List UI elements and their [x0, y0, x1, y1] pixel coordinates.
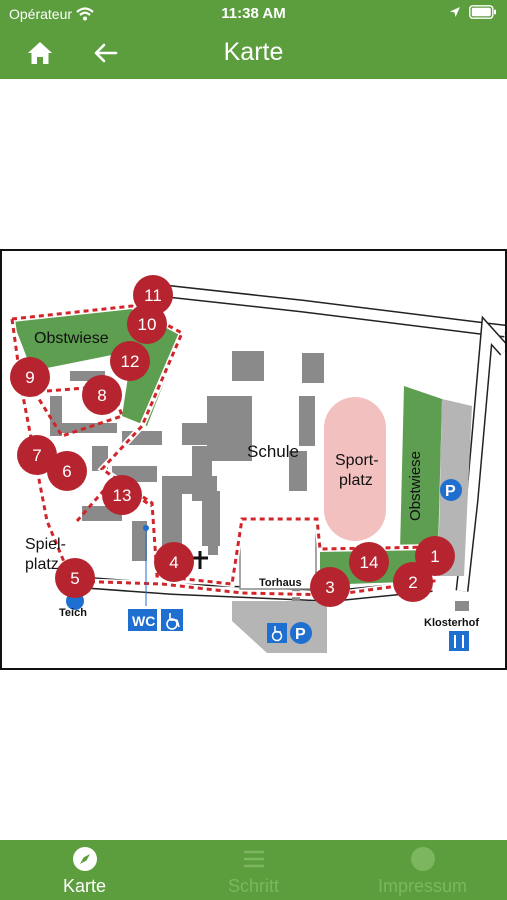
marker-7[interactable]: 7: [17, 435, 57, 475]
wheelchair-icon: [166, 613, 180, 630]
marker-3[interactable]: 3: [310, 567, 350, 607]
parking-sign-bottom: P: [290, 622, 312, 644]
battery-icon: [469, 5, 496, 19]
marker-8[interactable]: 8: [82, 375, 122, 415]
wheelchair-sign-bottom: [267, 623, 287, 643]
label-obstwiese-left: Obstwiese: [34, 330, 109, 347]
svg-text:6: 6: [62, 462, 71, 481]
status-right: [449, 5, 497, 19]
tab-karte-label: Karte: [62, 876, 107, 896]
tab-schritt[interactable]: Schritt: [169, 840, 338, 900]
info-icon: [410, 847, 435, 871]
svg-text:11: 11: [144, 286, 162, 305]
label-spiel-2: platz: [25, 556, 59, 573]
label-sport-2: platz: [339, 472, 373, 489]
nav-bar: Karte: [0, 28, 507, 79]
svg-text:8: 8: [97, 386, 106, 405]
svg-text:9: 9: [25, 368, 34, 387]
tab-karte[interactable]: Karte: [0, 840, 169, 900]
location-arrow-icon: [450, 7, 460, 17]
label-schule: Schule: [247, 442, 299, 461]
marker-14[interactable]: 14: [349, 542, 389, 582]
page-title: Karte: [223, 38, 284, 66]
marker-5[interactable]: 5: [55, 558, 95, 598]
tab-impressum-label: Impressum: [377, 876, 467, 896]
status-bar: Opérateur 11:38 AM: [0, 0, 507, 28]
tab-schritt-label: Schritt: [227, 876, 279, 896]
wifi-icon: [76, 7, 94, 21]
restaurant-icon: [449, 631, 469, 651]
buildings: [50, 351, 469, 611]
back-arrow-icon[interactable]: [92, 40, 120, 66]
marker-6[interactable]: 6: [47, 451, 87, 491]
svg-text:1: 1: [430, 547, 439, 566]
marker-9[interactable]: 9: [10, 357, 50, 397]
meadow-right: [400, 386, 442, 551]
svg-text:3: 3: [325, 578, 334, 597]
tab-bar: Karte Schritt Impressum: [0, 840, 507, 900]
svg-text:10: 10: [138, 315, 157, 334]
torhaus-yard: [239, 518, 317, 590]
svg-text:5: 5: [70, 569, 79, 588]
marker-4[interactable]: 4: [154, 542, 194, 582]
list-icon: [243, 850, 264, 868]
carrier-label: Opérateur: [9, 6, 73, 22]
site-map[interactable]: Obstwiese Schule Sport- platz Obstwiese …: [0, 249, 507, 670]
label-teich: Teich: [59, 607, 87, 619]
label-klosterhof: Klosterhof: [424, 617, 479, 629]
svg-text:4: 4: [169, 553, 178, 572]
parking-label-right: P: [445, 483, 456, 500]
svg-text:12: 12: [121, 352, 140, 371]
carrier: Opérateur: [9, 6, 94, 22]
label-obstwiese-right: Obstwiese: [407, 451, 424, 521]
tab-impressum[interactable]: Impressum: [338, 840, 507, 900]
markers[interactable]: 11 10 12 9 8 7 6 13 4 5 14 1 2 3: [10, 275, 455, 607]
compass-icon: [72, 847, 97, 871]
parking-sign-right: P: [440, 479, 462, 501]
wc-label: WC: [132, 613, 155, 629]
wheelchair-icon-bottom: [271, 626, 283, 642]
label-spiel-1: Spiel-: [25, 536, 66, 553]
svg-text:14: 14: [360, 553, 379, 572]
parking-label-bottom: P: [295, 626, 306, 643]
marker-2[interactable]: 2: [393, 562, 433, 602]
marker-12[interactable]: 12: [110, 341, 150, 381]
marker-13[interactable]: 13: [102, 475, 142, 515]
status-time: 11:38 AM: [221, 5, 286, 22]
label-sport-1: Sport-: [335, 452, 379, 469]
church-cross-icon: [192, 551, 208, 569]
home-icon[interactable]: [26, 40, 54, 66]
svg-text:2: 2: [408, 573, 417, 592]
marker-10[interactable]: 10: [127, 304, 167, 344]
svg-text:7: 7: [32, 446, 41, 465]
sports-field: [324, 397, 386, 541]
label-torhaus: Torhaus: [259, 577, 302, 589]
svg-text:13: 13: [113, 486, 132, 505]
